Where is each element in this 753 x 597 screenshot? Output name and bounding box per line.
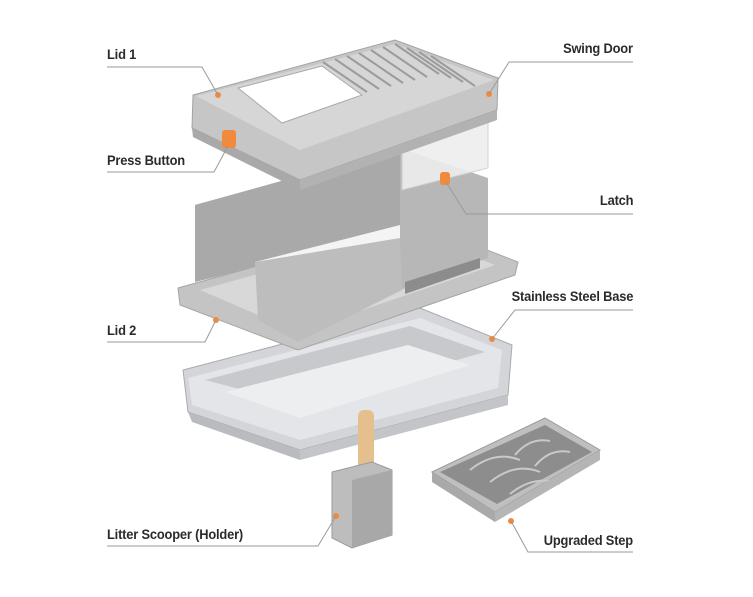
label-latch: Latch [599, 192, 634, 208]
press-button-part [222, 130, 236, 148]
upgraded-step [430, 417, 601, 522]
lid-1 [191, 39, 499, 190]
lid-grate [322, 43, 476, 93]
label-litter-scooper: Litter Scooper (Holder) [107, 526, 244, 542]
label-stainless-steel-base: Stainless Steel Base [511, 288, 633, 304]
litter-scooper-holder [331, 410, 393, 549]
label-upgraded-step: Upgraded Step [543, 532, 633, 548]
latch-part [440, 172, 450, 185]
label-press-button: Press Button [107, 152, 185, 168]
label-swing-door: Swing Door [563, 40, 633, 56]
lid-2 [177, 148, 519, 351]
stainless-steel-base [182, 307, 513, 460]
leader-lines [107, 61, 633, 553]
label-lid-1: Lid 1 [107, 46, 137, 62]
label-lid-2: Lid 2 [107, 322, 137, 338]
